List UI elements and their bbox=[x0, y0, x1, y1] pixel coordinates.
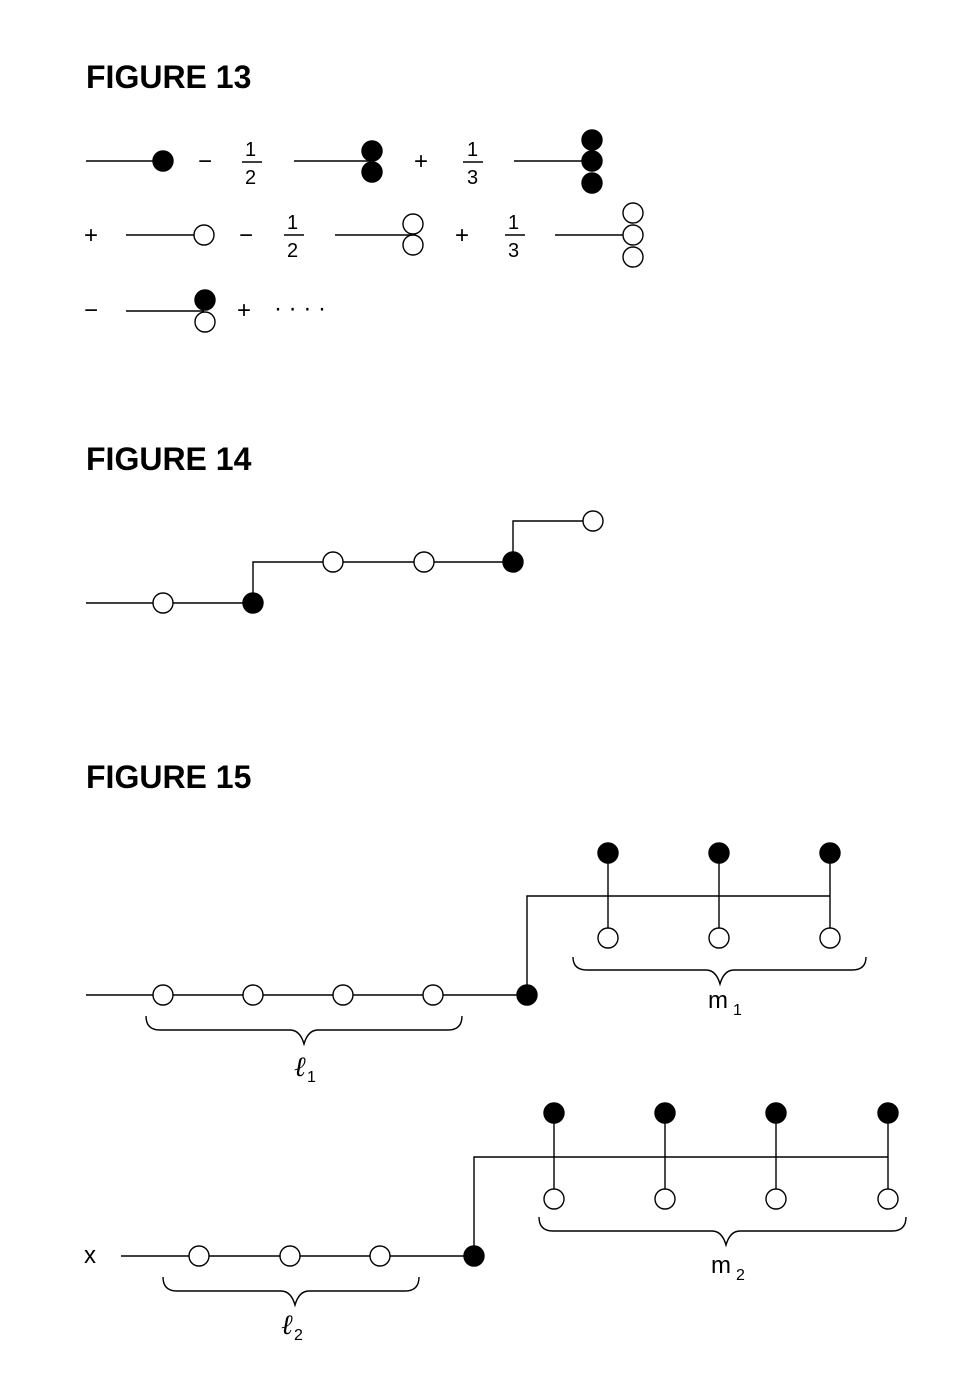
minus-sign: − bbox=[198, 148, 212, 175]
open-vertex-icon bbox=[708, 927, 730, 949]
closed-vertex-icon bbox=[361, 161, 383, 183]
open-vertex-icon bbox=[422, 984, 444, 1006]
open-vertex-icon bbox=[877, 1188, 899, 1210]
open-vertex-icon bbox=[402, 234, 424, 256]
plus-sign: + bbox=[414, 148, 428, 175]
fraction-numerator: 1 bbox=[467, 139, 478, 161]
open-vertex-icon bbox=[413, 551, 435, 573]
minus-sign: − bbox=[239, 222, 253, 249]
fraction-numerator: 1 bbox=[245, 139, 256, 161]
label-m1-subscript: 1 bbox=[733, 1002, 742, 1019]
fraction-denominator: 2 bbox=[245, 167, 256, 189]
open-vertex-icon bbox=[543, 1188, 565, 1210]
plus-sign: + bbox=[237, 297, 251, 324]
brace-l1 bbox=[145, 1015, 463, 1047]
plus-sign: + bbox=[84, 222, 98, 249]
open-vertex-icon bbox=[819, 927, 841, 949]
brace-m2 bbox=[538, 1216, 907, 1248]
x-label: x bbox=[84, 1242, 96, 1269]
closed-vertex-icon bbox=[361, 140, 383, 162]
brace-m1 bbox=[572, 956, 867, 987]
figure-13-row-1: − 1 2 + 1 3 bbox=[86, 129, 603, 194]
fraction-denominator: 3 bbox=[508, 240, 519, 262]
brace-l2 bbox=[162, 1276, 420, 1308]
open-vertex-icon bbox=[369, 1245, 391, 1267]
closed-vertex-icon bbox=[581, 129, 603, 151]
closed-vertex-icon bbox=[581, 172, 603, 194]
figure-13: FIGURE 13 − 1 2 + 1 3 + − bbox=[84, 59, 644, 333]
closed-vertex-icon bbox=[708, 842, 730, 864]
closed-vertex-icon bbox=[152, 150, 174, 172]
closed-vertex-icon bbox=[502, 551, 524, 573]
figure-15-upper-tree: ℓ 1 m 1 bbox=[86, 842, 867, 1086]
fraction-numerator: 1 bbox=[287, 212, 298, 234]
closed-vertex-icon bbox=[765, 1102, 787, 1124]
open-vertex-icon bbox=[242, 984, 264, 1006]
open-vertex-icon bbox=[194, 311, 216, 333]
figure-13-row-2: + − 1 2 + 1 3 bbox=[84, 202, 644, 268]
open-vertex-icon bbox=[322, 551, 344, 573]
label-l2: ℓ bbox=[281, 1308, 293, 1341]
figure-14: FIGURE 14 bbox=[86, 441, 604, 614]
closed-vertex-icon bbox=[819, 842, 841, 864]
figure-15: FIGURE 15 ℓ 1 m 1 bbox=[84, 759, 907, 1344]
open-vertex-icon bbox=[597, 927, 619, 949]
open-vertex-icon bbox=[654, 1188, 676, 1210]
label-m2: m bbox=[711, 1252, 731, 1279]
open-vertex-icon bbox=[188, 1245, 210, 1267]
label-l1: ℓ bbox=[294, 1050, 306, 1083]
ellipsis-dots: · · · · bbox=[274, 295, 326, 322]
open-vertex-icon bbox=[279, 1245, 301, 1267]
label-l2-subscript: 2 bbox=[294, 1327, 303, 1344]
open-vertex-icon bbox=[622, 224, 644, 246]
figure-13-row-3: − + · · · · bbox=[84, 289, 326, 333]
fraction-denominator: 2 bbox=[287, 240, 298, 262]
open-vertex-icon bbox=[622, 246, 644, 268]
fraction-numerator: 1 bbox=[508, 212, 519, 234]
closed-vertex-icon bbox=[581, 150, 603, 172]
open-vertex-icon bbox=[332, 984, 354, 1006]
closed-vertex-icon bbox=[242, 592, 264, 614]
open-vertex-icon bbox=[582, 510, 604, 532]
open-vertex-icon bbox=[765, 1188, 787, 1210]
label-m1: m bbox=[708, 987, 728, 1014]
open-vertex-icon bbox=[193, 224, 215, 246]
closed-vertex-icon bbox=[877, 1102, 899, 1124]
fraction-denominator: 3 bbox=[467, 167, 478, 189]
closed-vertex-icon bbox=[194, 289, 216, 311]
minus-sign: − bbox=[84, 297, 98, 324]
open-vertex-icon bbox=[402, 213, 424, 235]
open-vertex-icon bbox=[622, 202, 644, 224]
open-vertex-icon bbox=[152, 592, 174, 614]
open-vertex-icon bbox=[152, 984, 174, 1006]
plus-sign: + bbox=[455, 222, 469, 249]
figure-15-title: FIGURE 15 bbox=[86, 759, 251, 795]
label-m2-subscript: 2 bbox=[736, 1267, 745, 1284]
closed-vertex-icon bbox=[654, 1102, 676, 1124]
closed-vertex-icon bbox=[543, 1102, 565, 1124]
figure-15-lower-tree: x ℓ 2 m 2 bbox=[84, 1102, 907, 1344]
figure-13-title: FIGURE 13 bbox=[86, 59, 251, 95]
closed-vertex-icon bbox=[516, 984, 538, 1006]
label-l1-subscript: 1 bbox=[307, 1069, 316, 1086]
closed-vertex-icon bbox=[597, 842, 619, 864]
figure-14-title: FIGURE 14 bbox=[86, 441, 252, 477]
closed-vertex-icon bbox=[463, 1245, 485, 1267]
